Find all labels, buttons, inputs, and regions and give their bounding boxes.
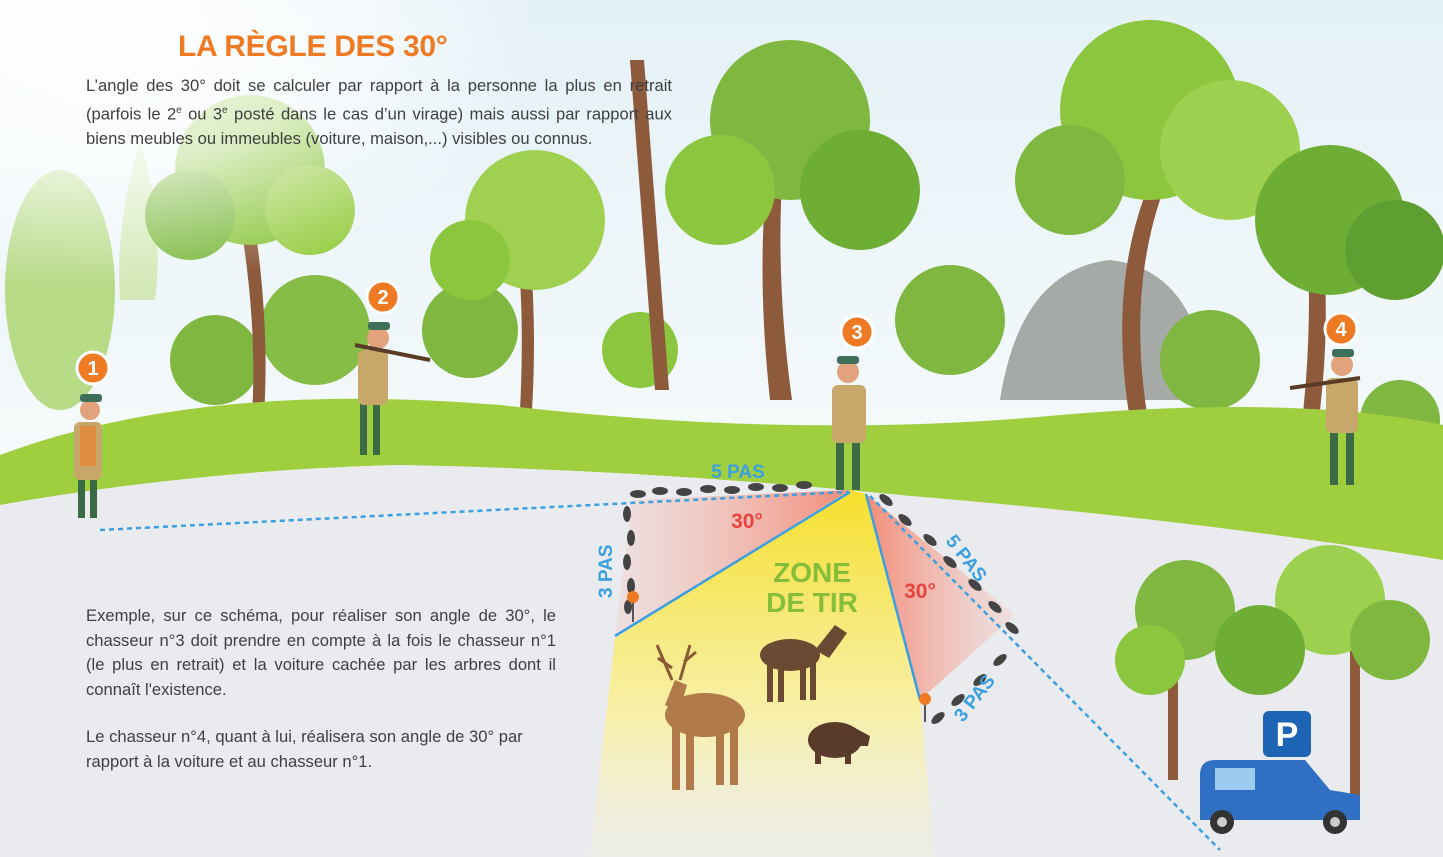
label-5-pas-left: 5 PAS <box>711 462 765 483</box>
angle-label-right: 30° <box>904 580 936 603</box>
intro-paragraph: L’angle des 30° doit se calculer par rap… <box>86 76 672 148</box>
page-title: LA RÈGLE DES 30° <box>178 30 448 63</box>
zone-label-line1: ZONE <box>773 557 851 588</box>
car-icon <box>1200 760 1360 834</box>
badge-hunter-4: 4 <box>1323 311 1359 347</box>
hunter-1 <box>74 394 102 518</box>
label-3-pas-left: 3 PAS <box>596 544 617 598</box>
zone-label-line2: DE TIR <box>766 587 858 618</box>
example-paragraph-2: Le chasseur n°4, quant à lui, réalisera … <box>86 727 523 771</box>
rock-icon <box>1000 260 1210 400</box>
fog-overlay <box>0 0 800 480</box>
badge-number: 4 <box>1335 319 1347 341</box>
tree-cluster-right <box>1115 545 1430 810</box>
footsteps <box>623 481 1019 724</box>
hunter-2 <box>354 322 431 455</box>
hunter-3 <box>832 356 866 490</box>
doe-icon <box>760 625 847 702</box>
angle-label-left: 30° <box>731 510 763 533</box>
badge-hunter-2: 2 <box>365 279 401 315</box>
badge-hunter-1: 1 <box>75 350 111 386</box>
hunter-4 <box>1289 349 1361 485</box>
badge-number: 1 <box>87 358 98 380</box>
safety-lines <box>99 490 1221 851</box>
badge-hunter-3: 3 <box>839 314 875 350</box>
parking-sign: P <box>1263 711 1311 757</box>
parking-label: P <box>1276 716 1299 754</box>
angle-right-wedge <box>866 494 1015 700</box>
stake-markers <box>627 591 931 722</box>
example-paragraph-1: Exemple, sur ce schéma, pour réaliser so… <box>86 606 556 699</box>
deer-icon <box>655 644 745 790</box>
boar-icon <box>808 722 870 764</box>
badge-number: 3 <box>851 322 862 344</box>
badge-number: 2 <box>377 287 388 309</box>
